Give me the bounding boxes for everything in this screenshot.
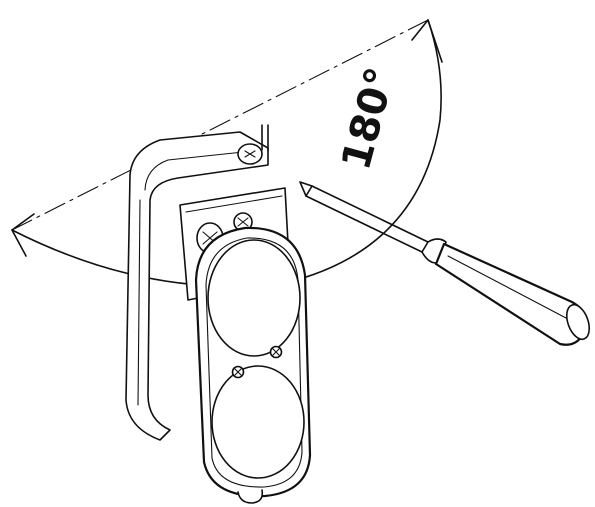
face-screw-left: [231, 365, 245, 379]
hinge-plate-bevel: [185, 195, 283, 213]
screwdriver-icon: [299, 181, 591, 346]
face-screw-right: [269, 345, 283, 359]
rotation-angle-label: 180°: [333, 63, 404, 175]
cable-gland: [237, 489, 264, 504]
top-post: [261, 124, 269, 151]
screwdriver-tip: [299, 181, 313, 197]
top-screw: [237, 143, 263, 165]
photoelectric-sensor-icon: [125, 124, 312, 504]
screwdriver-shaft: [305, 185, 429, 253]
screwdriver-end-cap: [565, 303, 591, 341]
screwdriver-handle: [434, 242, 588, 346]
emitter-lens: [207, 239, 301, 357]
screwdriver-handle-facet: [447, 255, 567, 319]
rotation-boundary-line: [11, 19, 429, 231]
bracket-inner-edge: [144, 149, 263, 191]
bracket-left-side: [137, 199, 141, 406]
receiver-lens: [211, 365, 305, 479]
